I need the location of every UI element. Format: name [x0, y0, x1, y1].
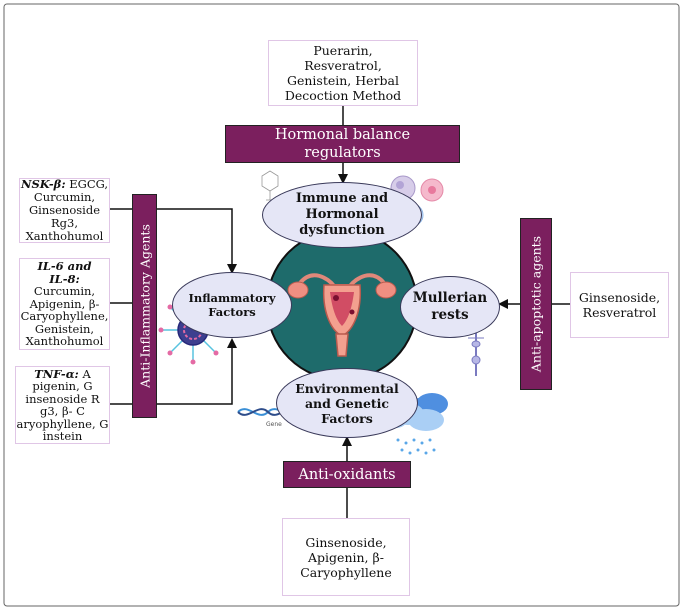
arrow-bar-to-inflammatory-top: [157, 208, 237, 274]
inflammatory-factors-ellipse: Inflammatory Factors: [172, 272, 292, 338]
immune-hormonal-ellipse: Immune and Hormonal dysfunction: [262, 182, 422, 248]
il6-il8-content: IL-6 and IL-8: Curcumin, Apigenin, β- Ca…: [21, 260, 109, 348]
tnf-alpha-label: TNF-α:: [34, 366, 79, 381]
il6-il8-box: IL-6 and IL-8: Curcumin, Apigenin, β- Ca…: [19, 258, 110, 350]
il6-il8-label: IL-6 and IL-8:: [37, 259, 92, 286]
nsk-beta-label: NSK-β:: [20, 177, 66, 191]
anti-apoptotic-bar: Anti-apoptotic agents: [520, 218, 552, 390]
tnf-alpha-agents: A pigenin, G insenoside R g3, β- C aryop…: [16, 366, 109, 443]
nsk-beta-content: NSK-β: EGCG, Curcumin, Ginsenoside Rg3, …: [21, 178, 108, 243]
hormonal-balance-bar: Hormonal balance regulators: [225, 125, 460, 163]
anti-inflammatory-bar: Anti-Inflammatory Agents: [132, 194, 157, 418]
nsk-beta-agents: EGCG, Curcumin, Ginsenoside Rg3, Xanthoh…: [25, 177, 109, 243]
uterus-illustration: [287, 273, 397, 357]
anti-inflammatory-label: Anti-Inflammatory Agents: [137, 224, 152, 388]
mullerian-rests-ellipse: Mullerian rests: [400, 276, 500, 338]
antioxidants-bar: Anti-oxidants: [283, 461, 411, 488]
dna-gene-label: Gene: [266, 421, 282, 428]
anti-apoptotic-label: Anti-apoptotic agents: [528, 235, 544, 373]
environmental-genetic-ellipse: Environmental and Genetic Factors: [276, 368, 418, 438]
anti-apoptotic-agents-box: Ginsenoside, Resveratrol: [570, 272, 669, 338]
tnf-alpha-box: TNF-α: A pigenin, G insenoside R g3, β- …: [15, 366, 110, 444]
antioxidant-agents-box: Ginsenoside, Apigenin, β- Caryophyllene: [282, 518, 410, 596]
arrow-bar-to-inflammatory-bottom: [157, 338, 237, 405]
nsk-beta-box: NSK-β: EGCG, Curcumin, Ginsenoside Rg3, …: [19, 178, 110, 243]
hormonal-agents-box: Puerarin, Resveratrol, Genistein, Herbal…: [268, 40, 418, 106]
il6-il8-agents: Curcumin, Apigenin, β- Caryophyllene, Ge…: [20, 284, 109, 349]
tnf-alpha-content: TNF-α: A pigenin, G insenoside R g3, β- …: [16, 366, 109, 443]
